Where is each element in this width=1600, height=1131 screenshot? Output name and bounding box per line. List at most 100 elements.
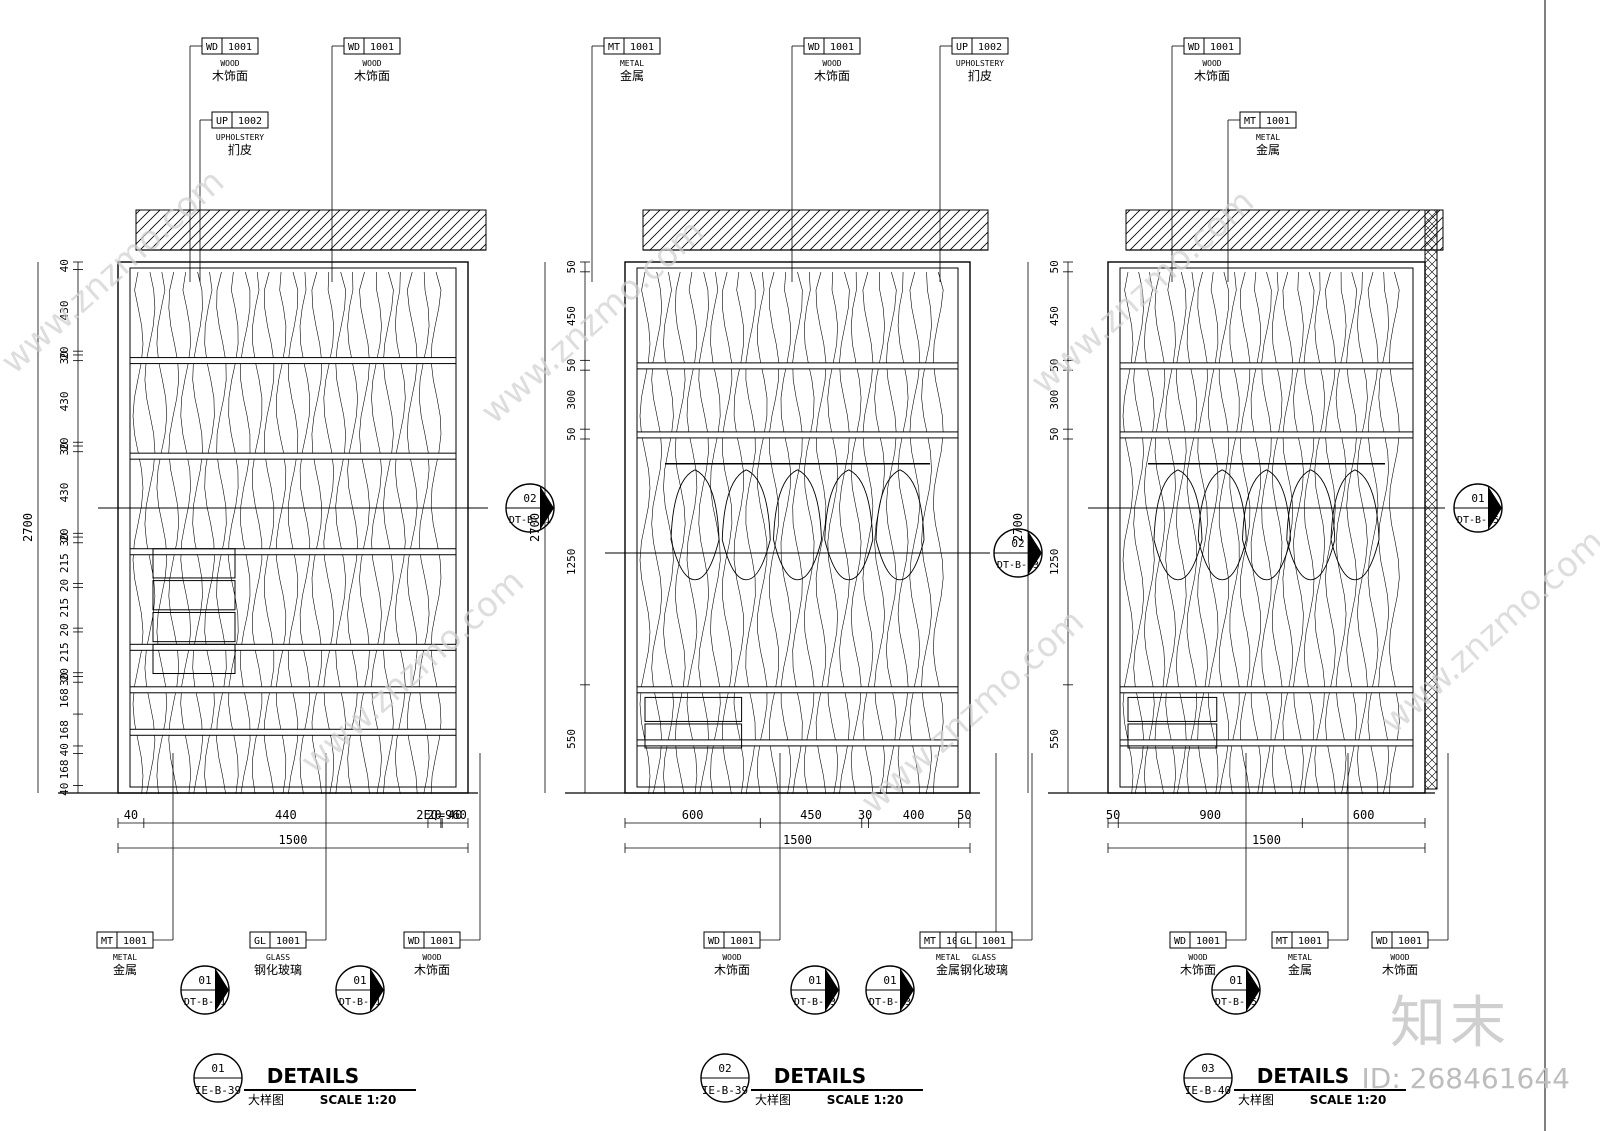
dim-label-vertical: 450 — [1048, 306, 1061, 326]
material-tag-chinese: 木饰面 — [1194, 69, 1230, 83]
wood-grain-line — [1143, 271, 1155, 795]
dim-label-vertical: 20 — [58, 579, 71, 592]
wood-grain-line — [1389, 271, 1400, 795]
shelf — [129, 686, 457, 694]
watermark-id: ID: 268461644 — [1361, 1062, 1570, 1095]
drawer-front — [152, 611, 236, 643]
wood-grain-line — [1250, 271, 1261, 795]
material-tag-code: WD — [206, 42, 218, 53]
section-tag-number: 01 — [198, 974, 211, 987]
drawing-subtitle: 大样图 — [248, 1092, 284, 1107]
material-tag-number: 1001 — [1298, 936, 1322, 947]
material-tag-english: WOOD — [362, 59, 381, 68]
material-tag-english: UPHOLSTERY — [216, 133, 264, 142]
material-tag-english: WOOD — [1188, 953, 1207, 962]
material-tag-chinese: 木饰面 — [414, 963, 450, 977]
dim-label-vertical: 20 — [58, 346, 71, 359]
dim-label-vertical: 215 — [58, 598, 71, 618]
wood-grain-line — [1335, 271, 1347, 795]
material-tag-english: WOOD — [1390, 953, 1409, 962]
dim-label-vertical: 1250 — [1048, 549, 1061, 576]
wood-grain-line — [897, 271, 909, 795]
garment-outline — [1153, 469, 1203, 581]
material-tag-code: WD — [348, 42, 360, 53]
material-tag-number: 1001 — [370, 42, 394, 53]
material-tag-code: GL — [254, 936, 266, 947]
ceiling-hatch — [1125, 209, 1444, 251]
dim-label-vertical: 40 — [58, 259, 71, 272]
dim-label-vertical: 30 — [58, 351, 71, 364]
material-tag-chinese: 木饰面 — [212, 69, 248, 83]
wood-grain-line — [1133, 271, 1145, 795]
dim-label-vertical: 50 — [565, 260, 578, 273]
wood-grain-line — [745, 271, 756, 795]
material-tag-english: WOOD — [1202, 59, 1221, 68]
wood-grain-line — [1122, 271, 1134, 795]
garment-outline — [721, 469, 771, 581]
wood-grain-line — [874, 271, 885, 795]
material-tag-number: 1001 — [1398, 936, 1422, 947]
material-tag-number: 1001 — [228, 42, 252, 53]
shelf — [1119, 362, 1414, 370]
shelf — [636, 739, 959, 747]
shelf — [1119, 686, 1414, 694]
material-tag-code: UP — [216, 116, 228, 127]
dim-label-horizontal: 40 — [448, 808, 462, 822]
section-tag-ref: DT-B-13 — [997, 560, 1039, 571]
wood-grain-line — [827, 271, 838, 795]
shelf — [129, 357, 457, 365]
wood-grain-line — [850, 271, 862, 795]
material-tag-number: 1002 — [978, 42, 1002, 53]
material-tag-chinese: 金属 — [1256, 142, 1280, 157]
garment-outline — [824, 469, 874, 581]
dim-label-vertical: 300 — [565, 390, 578, 410]
material-tag-english: UPHOLSTERY — [956, 59, 1004, 68]
wood-grain-line — [1303, 271, 1315, 795]
material-tag-english: GLASS — [972, 953, 996, 962]
dim-label-vertical: 215 — [58, 642, 71, 662]
material-tag-number: 1001 — [830, 42, 854, 53]
section-tag-number: 01 — [808, 974, 821, 987]
wood-grain-line — [932, 271, 944, 795]
wood-grain-line — [1240, 271, 1251, 795]
cabinet-inner — [129, 267, 457, 788]
shelf — [129, 452, 457, 460]
material-tag-english: METAL — [620, 59, 644, 68]
dim-label-horizontal: 450 — [800, 808, 822, 822]
material-tag-number: 1002 — [238, 116, 262, 127]
material-tag-english: METAL — [1256, 133, 1280, 142]
wood-grain-line — [710, 271, 721, 795]
title-tag-number: 02 — [718, 1062, 731, 1075]
wood-grain-line — [1208, 271, 1219, 795]
dim-label-vertical: 550 — [565, 729, 578, 749]
material-tag-code: MT — [1276, 936, 1288, 947]
material-tag-number: 1001 — [730, 936, 754, 947]
garment-outline — [1197, 469, 1247, 581]
wood-grain-line — [1229, 271, 1240, 795]
title-tag-number: 01 — [211, 1062, 224, 1075]
dim-label-horizontal: 600 — [682, 808, 704, 822]
dim-label-horizontal: 40 — [124, 808, 138, 822]
material-tag-number: 1001 — [276, 936, 300, 947]
material-tag-english: WOOD — [722, 953, 741, 962]
material-tag-chinese: 钢化玻璃 — [960, 963, 1008, 977]
wood-grain-line — [885, 271, 897, 795]
material-tag-english: METAL — [936, 953, 960, 962]
wood-grain-line — [1271, 271, 1283, 795]
dim-label-vertical: 168 — [58, 720, 71, 740]
material-tag-chinese: 扪皮 — [968, 68, 992, 83]
dim-label-vertical: 30 — [58, 533, 71, 546]
section-tag-number: 01 — [1229, 974, 1242, 987]
wood-grain-line — [1154, 271, 1166, 795]
wood-grain-line — [651, 271, 663, 795]
dim-label-vertical: 430 — [58, 483, 71, 503]
wood-grain-line — [1346, 271, 1358, 795]
garment-outline — [1242, 469, 1291, 581]
dim-label-vertical: 20 — [58, 668, 71, 681]
material-tag-code: WD — [808, 42, 820, 53]
dim-label-vertical: 40 — [58, 743, 71, 756]
dim-label-width-total: 1500 — [279, 833, 308, 847]
material-tag-code: UP — [956, 42, 968, 53]
title-tag-ref: IE-B-39 — [195, 1084, 241, 1097]
